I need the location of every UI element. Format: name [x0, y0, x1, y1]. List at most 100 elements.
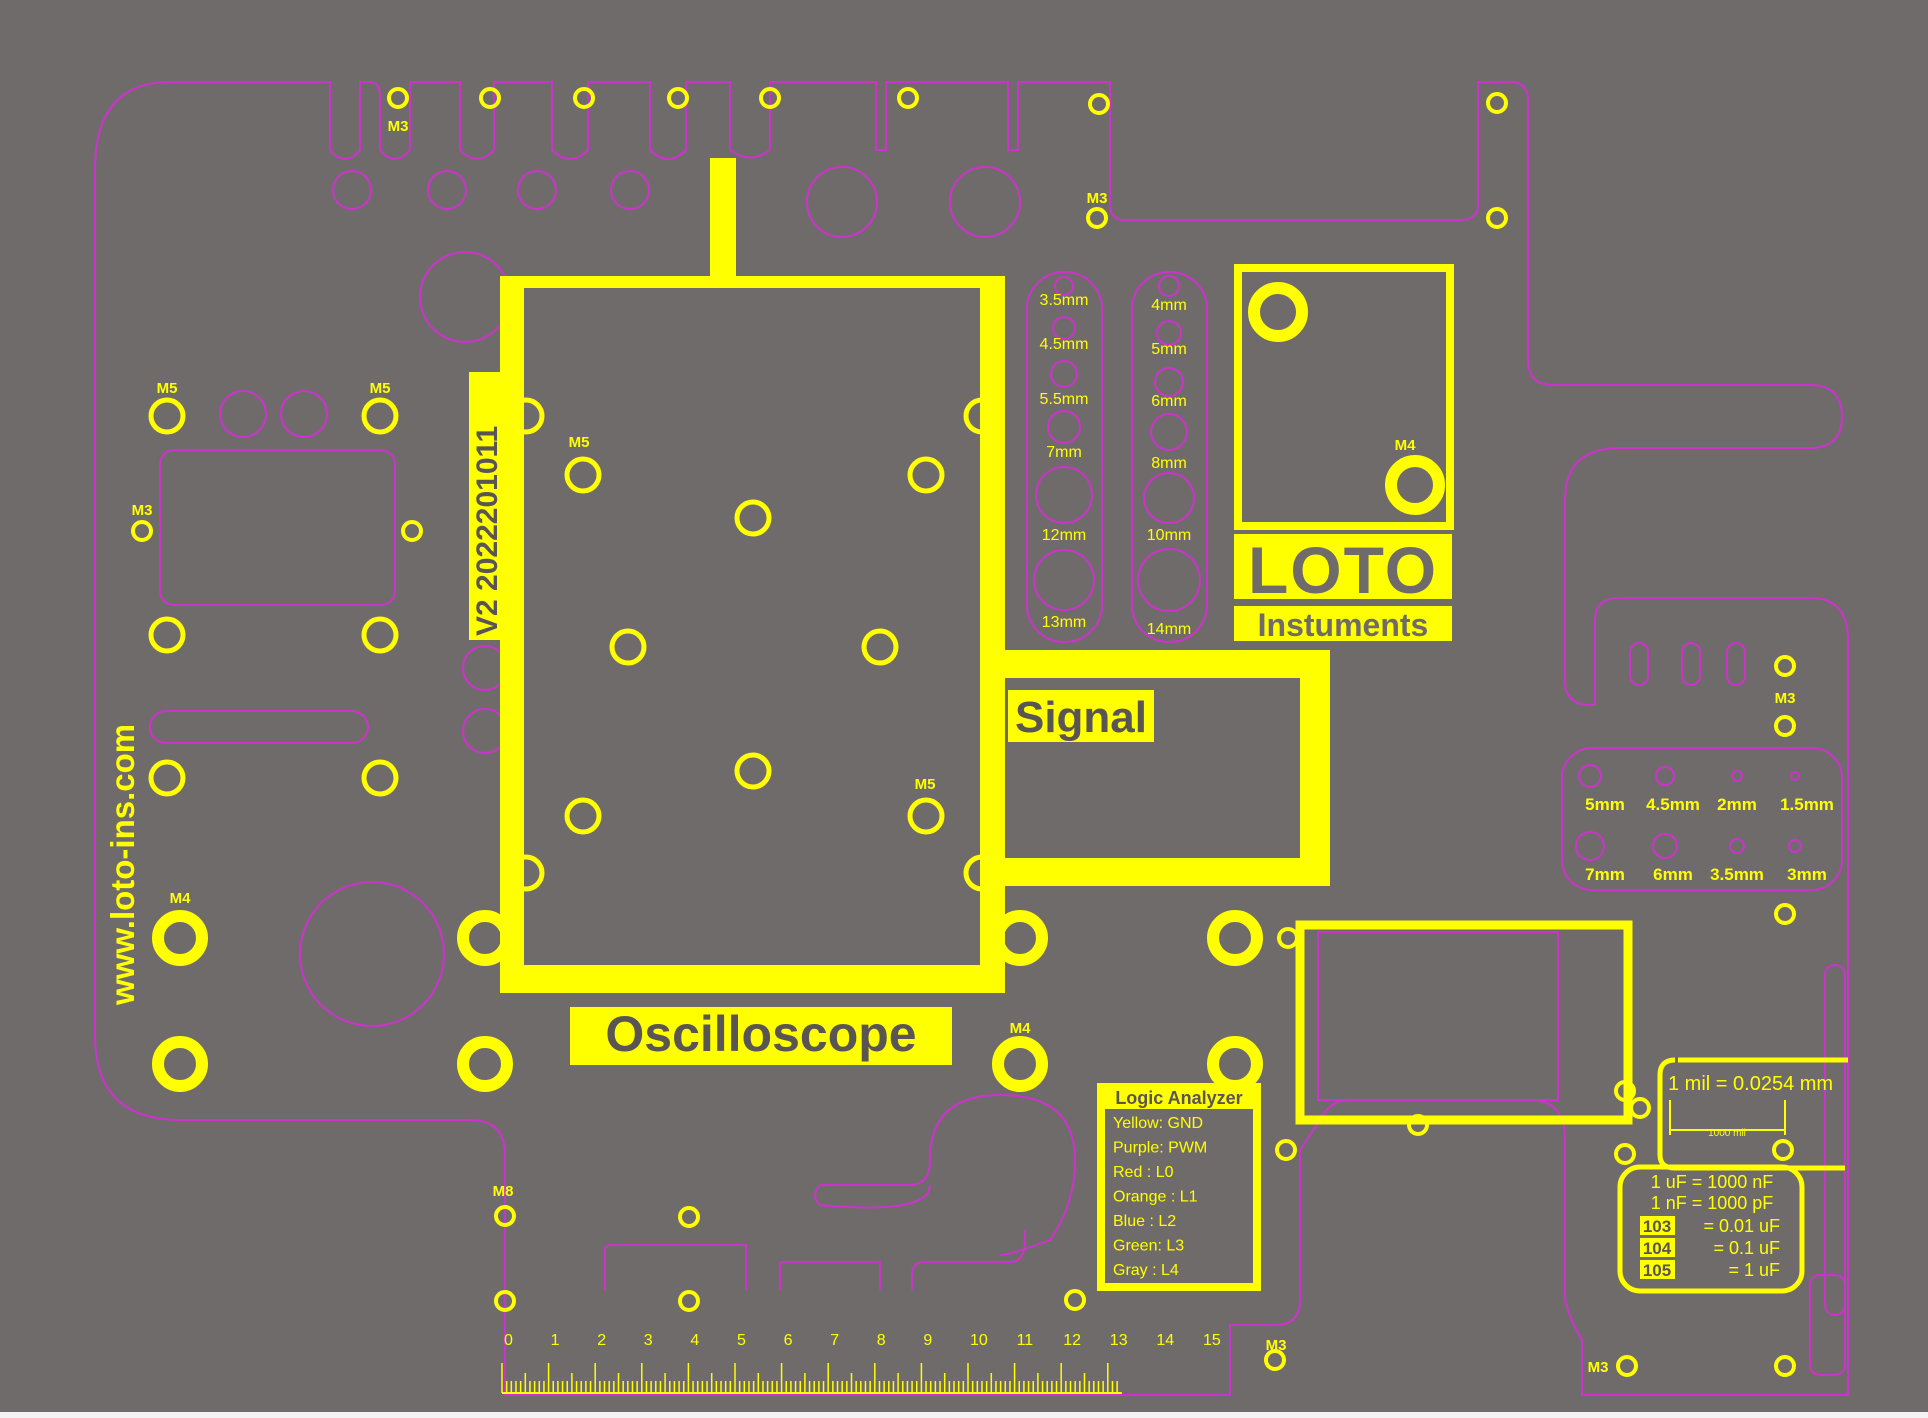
mounting-hole [897, 87, 919, 109]
mounting-hole [1088, 93, 1110, 115]
mounting-hole [361, 616, 399, 654]
ruler-number: 12 [1063, 1332, 1081, 1349]
mounting-hole [573, 87, 595, 109]
cap-code-value: = 1 uF [1728, 1260, 1780, 1280]
logic-analyzer-row: Orange : L1 [1113, 1189, 1198, 1206]
ruler-number: 3 [644, 1332, 653, 1349]
mounting-hole [1064, 1289, 1086, 1311]
mounting-hole [1774, 715, 1796, 737]
logo-frame: LOTO Instuments [1234, 264, 1454, 643]
screw-label: M8 [493, 1183, 514, 1200]
mounting-hole [678, 1206, 700, 1228]
signal-label: Signal [1008, 690, 1154, 742]
ruler-number: 4 [690, 1332, 699, 1349]
ruler-number: 1 [551, 1332, 560, 1349]
drill-label-right: 14mm [1147, 621, 1191, 638]
screw-label: M3 [388, 118, 409, 135]
ruler-number: 9 [923, 1332, 932, 1349]
mounting-hole [667, 87, 689, 109]
cap-code-value: = 0.01 uF [1703, 1216, 1780, 1236]
mounting-holes [131, 87, 1796, 1377]
logic-analyzer-row: Purple: PWM [1113, 1140, 1207, 1157]
logo-text: LOTO [1248, 533, 1438, 607]
small-drill-label: 2mm [1717, 795, 1757, 814]
screw-label: M5 [157, 380, 178, 397]
version-label: V2 2022201011 [469, 372, 505, 640]
ruler-number: 6 [784, 1332, 793, 1349]
mounting-hole [1277, 927, 1299, 949]
svg-text:www.loto-ins.com: www.loto-ins.com [104, 724, 141, 1006]
mounting-hole [609, 628, 647, 666]
ruler-number: 7 [830, 1332, 839, 1349]
drill-label-right: 5mm [1151, 341, 1187, 358]
ruler-number: 11 [1017, 1332, 1034, 1349]
mounting-hole [734, 752, 772, 790]
mounting-hole [734, 499, 772, 537]
oscilloscope-frame [500, 158, 1005, 993]
mounting-hole [1264, 1349, 1286, 1371]
mounting-hole [1275, 1139, 1297, 1161]
screw-label: M5 [370, 380, 391, 397]
ruler-number: 2 [597, 1332, 606, 1349]
drill-label-left: 13mm [1042, 614, 1086, 631]
mounting-hole [678, 1290, 700, 1312]
mounting-hole [152, 1036, 208, 1092]
mil-box: 1 mil = 0.0254 mm 1000 mil [1657, 1057, 1848, 1171]
mounting-hole [361, 759, 399, 797]
logic-analyzer-row: Yellow: GND [1113, 1115, 1203, 1132]
bottom-frame [1295, 920, 1633, 1125]
logic-analyzer-row: Blue : L2 [1113, 1213, 1176, 1230]
mounting-hole [963, 854, 1001, 892]
mounting-hole [992, 1036, 1048, 1092]
board-outline [94, 81, 1849, 1396]
cap-code-badge [1640, 1238, 1675, 1257]
screw-label: M5 [915, 776, 936, 793]
mounting-hole [1614, 1080, 1636, 1102]
mounting-hole [457, 910, 513, 966]
mounting-hole [861, 628, 899, 666]
drill-label-right: 4mm [1151, 297, 1187, 314]
oscilloscope-label: Oscilloscope [570, 1006, 952, 1065]
mounting-hole [457, 1036, 513, 1092]
bottom-band [0, 1412, 1928, 1418]
mounting-hole [479, 87, 501, 109]
uf-nf-text: 1 uF = 1000 nF [1651, 1172, 1774, 1192]
ruler-number: 15 [1203, 1332, 1221, 1349]
cap-code-badge [1640, 1216, 1675, 1235]
screw-label: M5 [569, 434, 590, 451]
nf-pf-text: 1 nF = 1000 pF [1651, 1193, 1774, 1213]
logic-analyzer-row: Green: L3 [1113, 1238, 1184, 1255]
mounting-hole [1207, 910, 1263, 966]
mounting-hole [963, 397, 1001, 435]
small-drill-label: 4.5mm [1646, 795, 1700, 814]
ruler-number: 10 [970, 1332, 988, 1349]
drill-gauge-labels: 3.5mm4.5mm5.5mm7mm12mm13mm4mm5mm6mm8mm10… [1040, 292, 1192, 638]
mounting-hole [1774, 655, 1796, 677]
ruler-number: 14 [1156, 1332, 1174, 1349]
mounting-hole [1486, 92, 1508, 114]
mounting-hole [152, 910, 208, 966]
drill-label-right: 10mm [1147, 527, 1191, 544]
small-drill-label: 6mm [1653, 865, 1693, 884]
drill-label-right: 6mm [1151, 393, 1187, 410]
mounting-hole [1407, 1114, 1429, 1136]
small-drill-label: 7mm [1585, 865, 1625, 884]
cap-code: 103 [1643, 1217, 1671, 1236]
drill-label-left: 4.5mm [1040, 336, 1089, 353]
mounting-hole [494, 1290, 516, 1312]
screw-label: M3 [1588, 1359, 1609, 1376]
mounting-hole [1385, 455, 1445, 515]
mounting-hole [1772, 1139, 1794, 1161]
mounting-hole [992, 910, 1048, 966]
svg-text:Oscilloscope: Oscilloscope [605, 1006, 916, 1062]
mounting-hole [564, 456, 602, 494]
screw-label: M4 [1395, 437, 1416, 454]
mounting-hole [1486, 207, 1508, 229]
drill-label-right: 8mm [1151, 455, 1187, 472]
brand-subtitle: Instuments [1258, 607, 1429, 643]
mounting-hole [494, 1205, 516, 1227]
capacitor-box: 1 uF = 1000 nF 1 nF = 1000 pF 103 = 0.01 … [1617, 1164, 1805, 1294]
mounting-hole [507, 854, 545, 892]
